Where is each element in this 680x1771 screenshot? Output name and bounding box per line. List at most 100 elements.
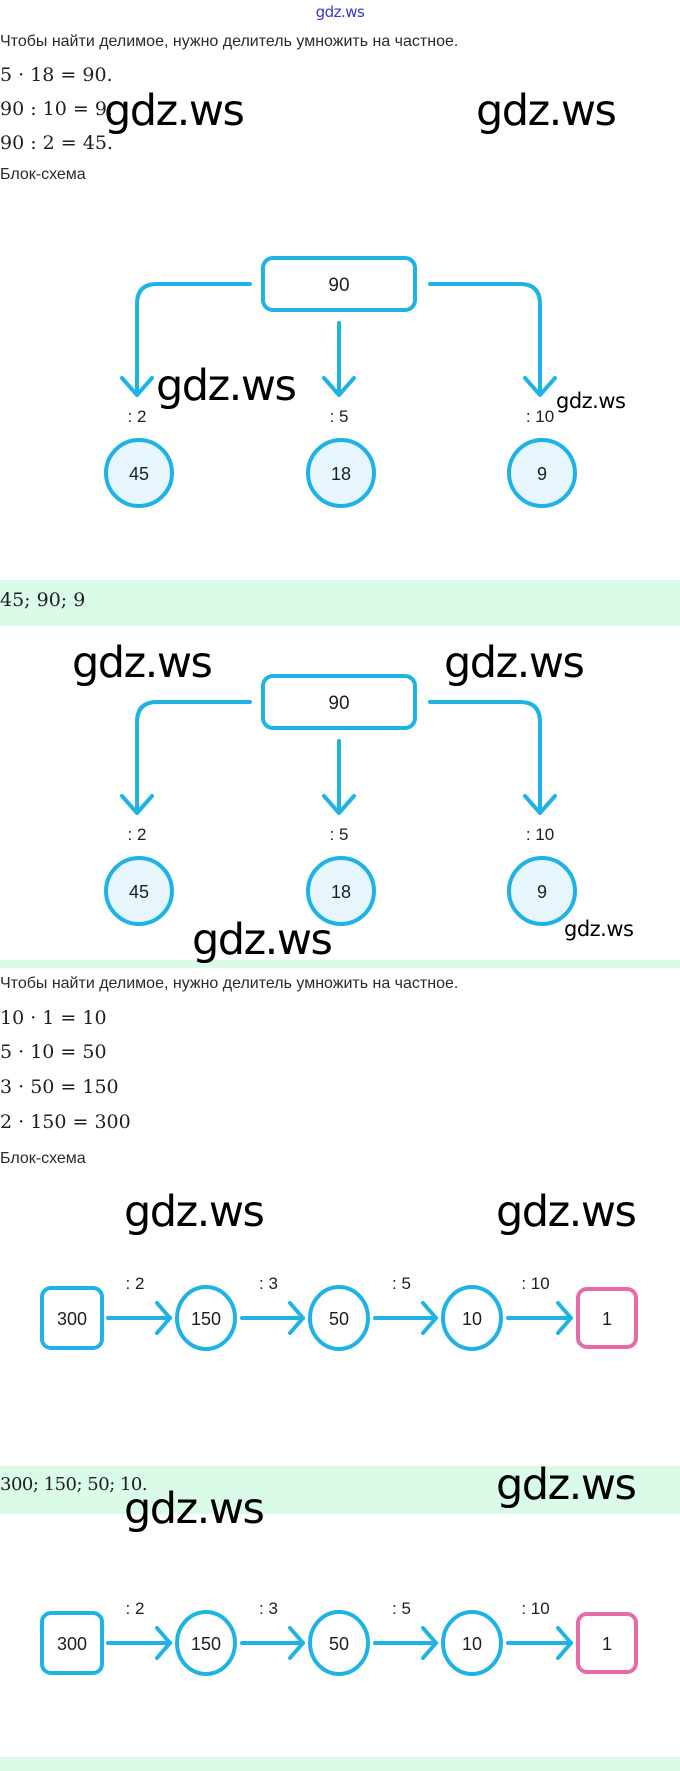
- scheme-label: Блок-схема: [0, 1150, 86, 1167]
- step-circle: [308, 1610, 370, 1676]
- step-value: 1: [602, 1634, 612, 1654]
- rule-text: Чтобы найти делимое, нужно делитель умно…: [0, 975, 459, 992]
- result-circle: [306, 856, 376, 926]
- result-value: 9: [537, 882, 547, 902]
- watermark: gdz.ws: [72, 638, 213, 688]
- watermark: gdz.ws: [496, 1187, 637, 1237]
- step-value: 50: [329, 1309, 349, 1329]
- arrow-head-icon: [556, 1301, 573, 1335]
- result-value: 18: [331, 882, 351, 902]
- site-logo-link[interactable]: gdz.ws: [315, 3, 365, 21]
- result-circle: [507, 438, 577, 508]
- equation: 10 · 1 = 10: [0, 1007, 107, 1029]
- step-circle: [175, 1285, 237, 1351]
- root-box: [261, 256, 417, 312]
- result-value: 18: [331, 464, 351, 484]
- arrow-head-icon: [120, 794, 154, 815]
- equation: 5 · 18 = 90.: [0, 64, 113, 86]
- arrow-head-icon: [288, 1301, 305, 1335]
- tree-diagram: 90 : 2 45 : 5 18 : 10 9: [104, 256, 577, 508]
- operation-label: : 10: [521, 1599, 549, 1618]
- arrow-head-icon: [155, 1301, 172, 1335]
- watermark: gdz.ws: [564, 917, 634, 941]
- equation: 90 : 10 = 9.: [0, 98, 113, 120]
- arrow-head-icon: [322, 376, 356, 397]
- watermark: gdz.ws: [556, 389, 626, 413]
- arrow-head-icon: [421, 1626, 438, 1660]
- connector-line: [428, 282, 542, 395]
- equation: 3 · 50 = 150: [0, 1076, 119, 1098]
- equation: 90 : 2 = 45.: [0, 132, 113, 154]
- operation-label: : 10: [526, 825, 554, 844]
- root-box: [261, 674, 417, 730]
- step-circle: [175, 1610, 237, 1676]
- operation-label: : 5: [330, 407, 349, 426]
- answer-band-end: [0, 960, 680, 968]
- end-box: [576, 1287, 638, 1349]
- root-value: 90: [328, 693, 349, 714]
- arrow-head-icon: [421, 1301, 438, 1335]
- arrow-head-icon: [288, 1626, 305, 1660]
- step-value: 150: [191, 1634, 221, 1654]
- step-circle: [308, 1285, 370, 1351]
- end-box: [576, 1612, 638, 1674]
- result-circle: [104, 856, 174, 926]
- chain-group: 300 150 50 10 1 : 2 : 3 : 5 : 10: [40, 1274, 638, 1351]
- tree-diagram-answer: 90 : 2 45 : 5 18 : 10 9: [104, 674, 577, 926]
- arrow-head-icon: [322, 794, 356, 815]
- operation-label: : 3: [259, 1274, 278, 1293]
- answer-band: [0, 1466, 680, 1514]
- watermark: gdz.ws: [192, 915, 333, 965]
- start-box: [40, 1611, 104, 1675]
- operation-label: : 5: [330, 825, 349, 844]
- arrow-head-icon: [523, 376, 557, 397]
- result-value: 9: [537, 464, 547, 484]
- operation-label: : 2: [126, 1599, 145, 1618]
- operation-label: : 3: [259, 1599, 278, 1618]
- arrow-head-icon: [120, 376, 154, 397]
- answer-band: [0, 580, 680, 626]
- rule-text: Чтобы найти делимое, нужно делитель умно…: [0, 33, 459, 50]
- watermark: gdz.ws: [444, 638, 585, 688]
- operation-label: : 2: [128, 825, 147, 844]
- result-value: 45: [129, 464, 149, 484]
- result-circle: [306, 438, 376, 508]
- watermark: gdz.ws: [496, 1460, 637, 1510]
- tree-group: 90 : 2 45 : 5 18 : 10 9: [104, 674, 577, 926]
- arrow-head-icon: [556, 1626, 573, 1660]
- step-value: 10: [462, 1309, 482, 1329]
- step-value: 50: [329, 1634, 349, 1654]
- operation-label: : 5: [392, 1599, 411, 1618]
- watermark: gdz.ws: [156, 361, 297, 411]
- operation-label: : 5: [392, 1274, 411, 1293]
- connector-line: [428, 700, 542, 813]
- operation-label: : 2: [126, 1274, 145, 1293]
- watermark: gdz.ws: [476, 86, 617, 136]
- answer-band-end: [0, 1757, 680, 1771]
- arrow-head-icon: [155, 1626, 172, 1660]
- result-value: 45: [129, 882, 149, 902]
- answer-text: 300; 150; 50; 10.: [0, 1474, 148, 1495]
- step-value: 150: [191, 1309, 221, 1329]
- watermark: gdz.ws: [124, 1187, 265, 1237]
- step-circle: [441, 1610, 503, 1676]
- tree-group: 90 : 2 45 : 5 18 : 10 9: [104, 256, 577, 508]
- result-circle: [104, 438, 174, 508]
- operation-label: : 10: [526, 407, 554, 426]
- step-value: 1: [602, 1309, 612, 1329]
- operation-label: : 10: [521, 1274, 549, 1293]
- connector-line: [135, 282, 252, 395]
- watermark: gdz.ws: [104, 86, 245, 136]
- start-box: [40, 1286, 104, 1350]
- step-value: 300: [57, 1309, 87, 1329]
- step-circle: [441, 1285, 503, 1351]
- root-value: 90: [328, 275, 349, 296]
- step-value: 10: [462, 1634, 482, 1654]
- equation: 5 · 10 = 50: [0, 1041, 107, 1063]
- answer-text: 45; 90; 9: [0, 589, 86, 611]
- equation: 2 · 150 = 300: [0, 1111, 131, 1133]
- operation-label: : 2: [128, 407, 147, 426]
- arrow-head-icon: [523, 794, 557, 815]
